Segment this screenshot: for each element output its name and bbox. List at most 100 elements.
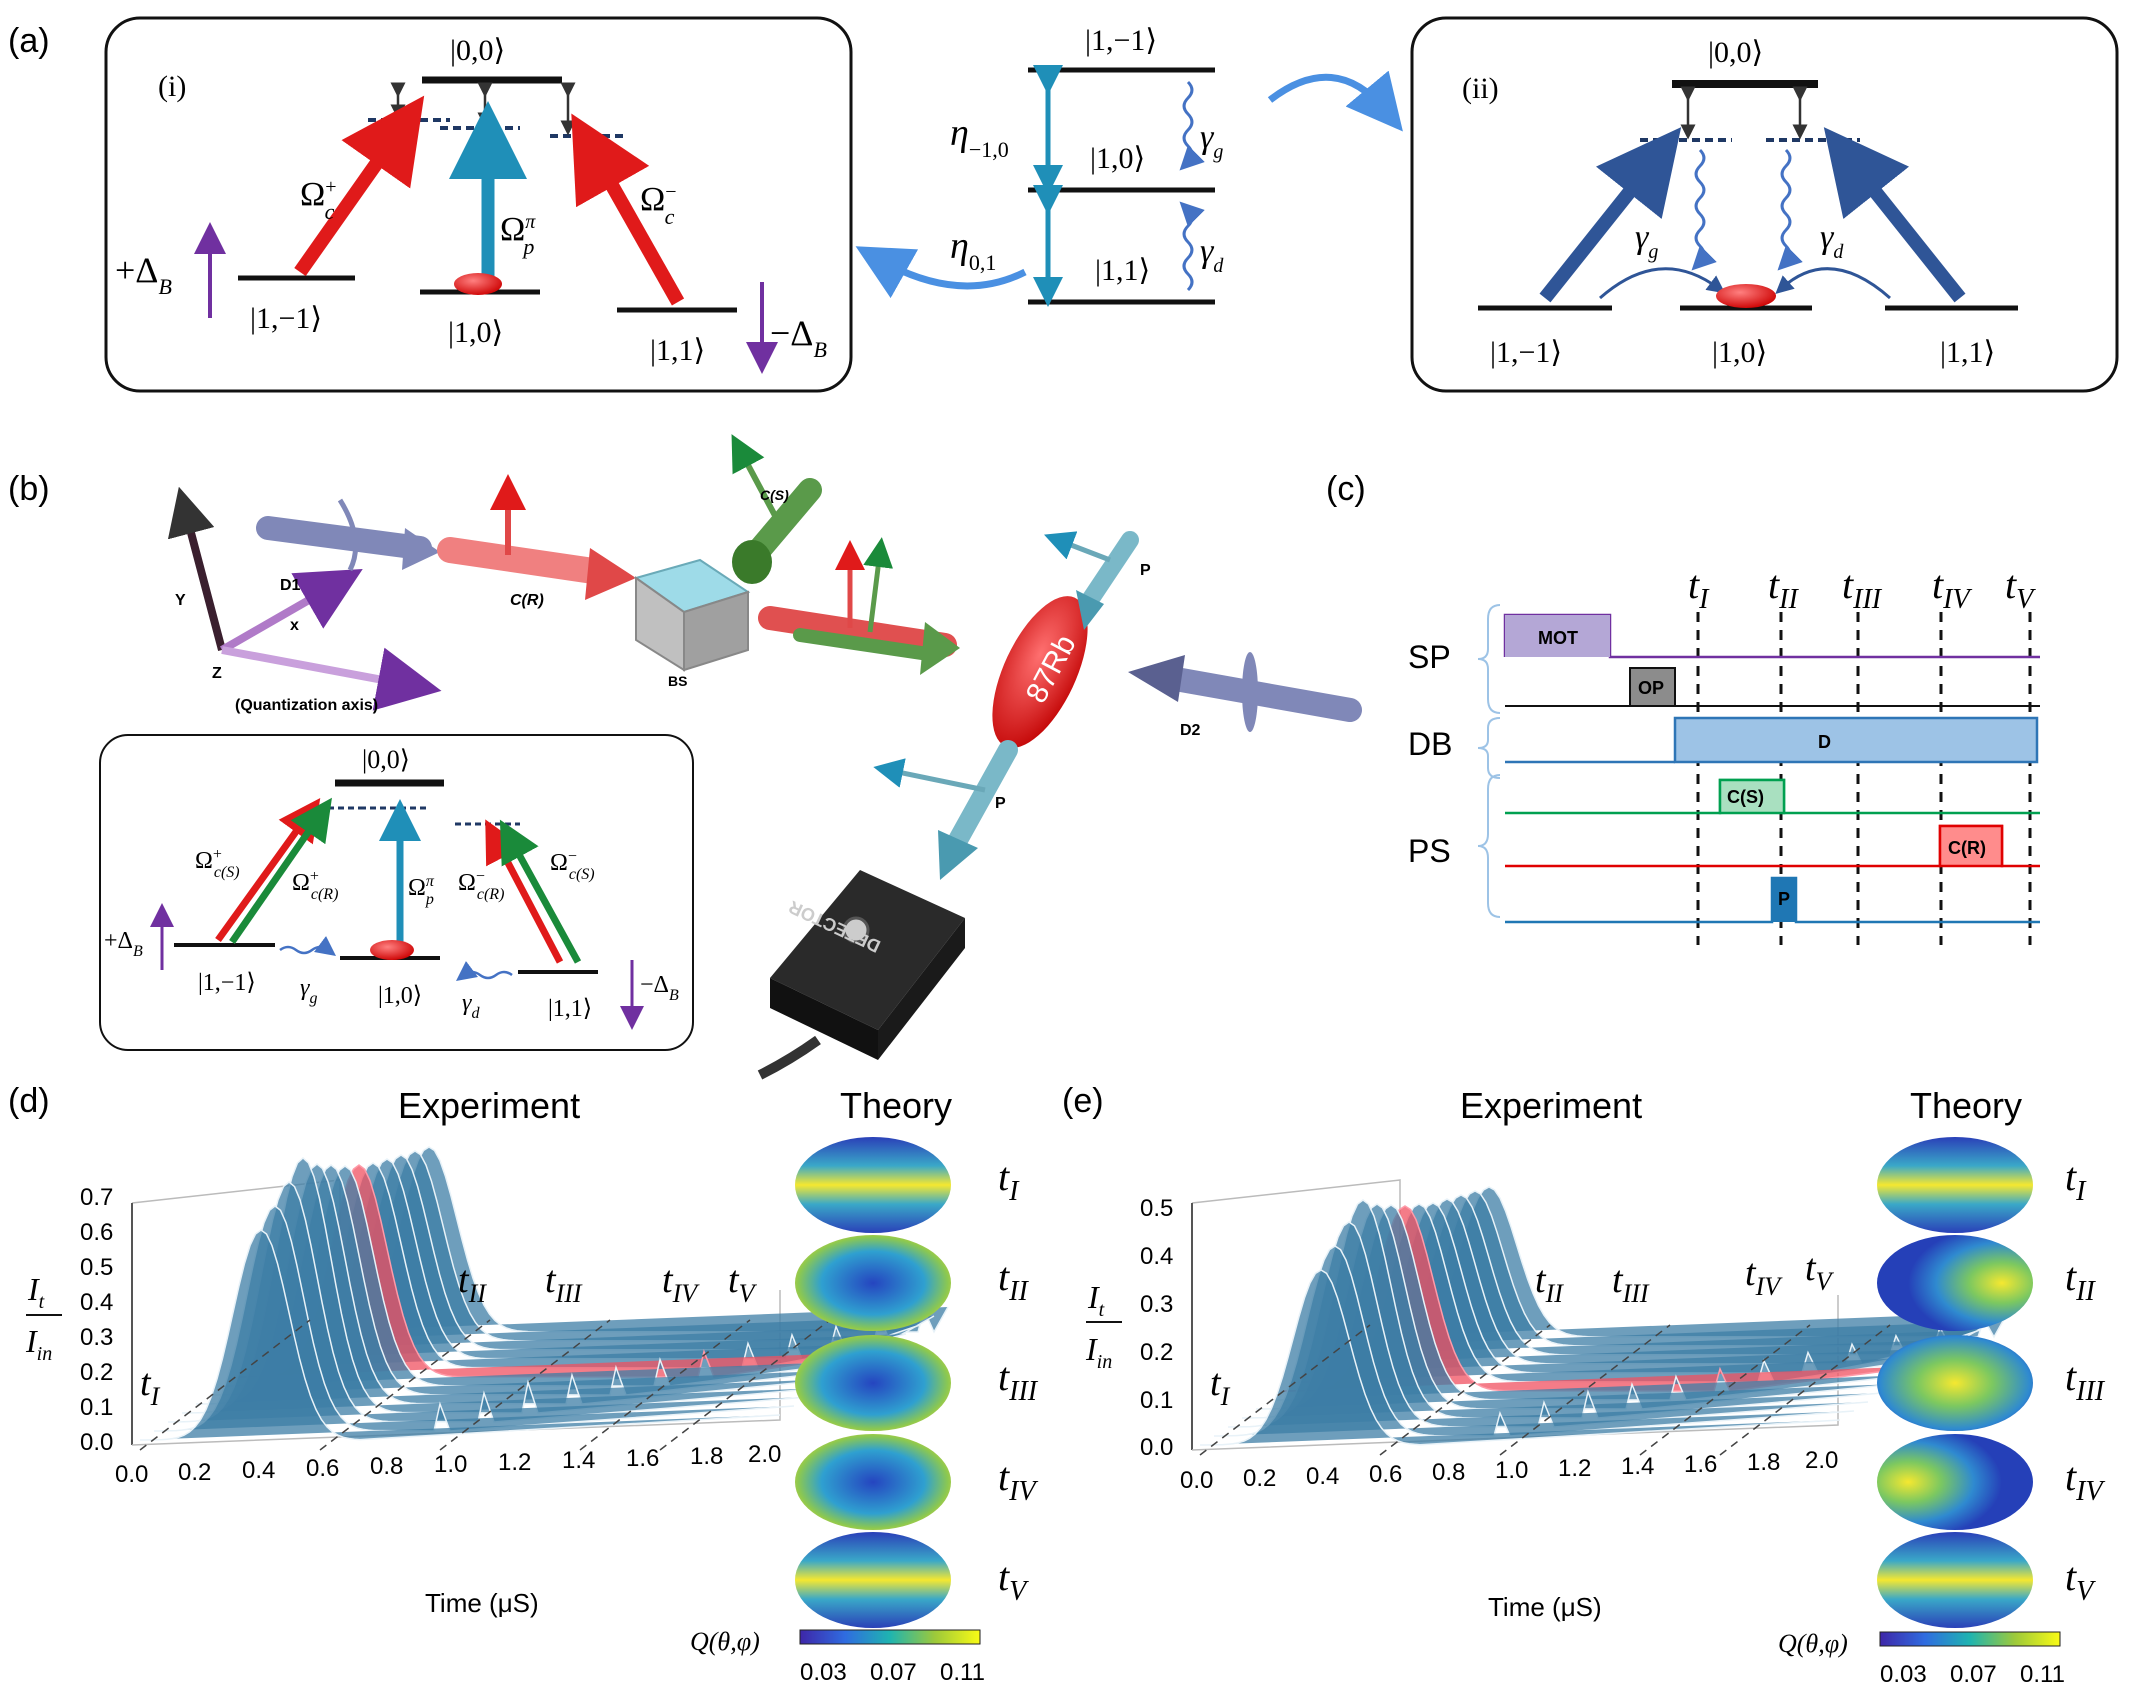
x-tick-d: 0.4: [242, 1457, 275, 1484]
sub-i-label: (i): [158, 70, 186, 103]
y-tick-d: 0.4: [80, 1289, 113, 1316]
beam-D2: [1158, 666, 1362, 722]
y-tick-e: 0.2: [1140, 1339, 1173, 1366]
time-guide-line: [1719, 1324, 1891, 1456]
inset-gamma-d: γd: [462, 990, 480, 1022]
axis-y: Y: [175, 592, 186, 609]
y-axis-d: 0.0 0.1 0.2 0.3 0.4 0.5 0.6 0.7: [80, 1184, 113, 1456]
cbar-tick-e: 0.03: [1880, 1661, 1927, 1688]
inset-delta-plus: +ΔB: [104, 928, 143, 960]
y-tick-d: 0.5: [80, 1254, 113, 1281]
waterfall-trace: [140, 1229, 781, 1441]
time-label-IV: tIV: [1932, 562, 1972, 615]
x-tick-d: 0.0: [115, 1461, 148, 1488]
box-i: [104, 16, 853, 393]
d-t-III: tIII: [545, 1259, 583, 1308]
atom-population-ii: [1716, 284, 1776, 308]
inset-omega-cR-minus: Ω−c(R): [458, 868, 504, 903]
x-axis-d: 0.0 0.2 0.4 0.6 0.8 1.0 1.2 1.4 1.6 1.8 …: [115, 1441, 781, 1488]
ket-1m1-ii: |1,−1⟩: [1490, 336, 1562, 369]
time-label-II: tII: [1768, 562, 1799, 615]
arrow-omega-c-minus: [571, 113, 685, 306]
y-tick-d: 0.0: [80, 1429, 113, 1456]
y-tick-e: 0.4: [1140, 1243, 1173, 1270]
d-t-I: tI: [140, 1362, 161, 1411]
y-label-num-d: It: [27, 1271, 45, 1313]
cbar-tick-d: 0.11: [940, 1659, 985, 1686]
label-BS: BS: [668, 673, 687, 689]
panel-a-label: (a): [8, 22, 50, 60]
time-markers: tI tII tIII tIV tV: [1688, 562, 2036, 945]
colorbar-label-d: Q(θ,φ): [690, 1627, 760, 1656]
y-axis-e: 0.0 0.1 0.2 0.3 0.4 0.5: [1140, 1195, 1173, 1461]
d-theory-t-IV: tIV: [998, 1454, 1038, 1507]
time-guide-line: [1199, 1324, 1371, 1456]
waterfall-trace: [1200, 1269, 1841, 1446]
d-theory-t-V: tV: [998, 1554, 1029, 1607]
panel-c-label: (c): [1326, 470, 1366, 508]
colorbar-e: [1879, 1631, 2061, 1647]
time-labels-e: tI tII tIII tIV tV: [1210, 1247, 1835, 1411]
x-axis-e: 0.0 0.2 0.4 0.6 0.8 1.0 1.2 1.4 1.6 1.8 …: [1180, 1447, 1838, 1494]
e-theory-t-V: tV: [2065, 1554, 2096, 1607]
y-tick-d: 0.3: [80, 1324, 113, 1351]
d-theory-t-III: tIII: [998, 1354, 1039, 1407]
y-tick-e: 0.1: [1140, 1387, 1173, 1414]
x-tick-e: 0.6: [1369, 1461, 1402, 1488]
x-tick-d: 0.2: [178, 1459, 211, 1486]
gamma-g-ii: γg: [1635, 219, 1658, 263]
curved-arrow-to-ii: [1267, 70, 1403, 132]
e-t-III: tIII: [1612, 1259, 1650, 1308]
x-tick-e: 0.4: [1306, 1463, 1339, 1490]
waterfall-trace: [1214, 1245, 1855, 1437]
eta-m10-label: η−1,0: [950, 112, 1009, 162]
x-tick-e: 2.0: [1805, 1447, 1838, 1474]
d-t-II: tII: [458, 1259, 487, 1308]
y-tick-e: 0.0: [1140, 1434, 1173, 1461]
inset-gamma-g: γg: [300, 975, 317, 1007]
theory-spheres-d: tI tII tIII tIV tV: [795, 1137, 1039, 1628]
x-tick-e: 0.0: [1180, 1467, 1213, 1494]
sphere-e-II: [1877, 1235, 2033, 1331]
pulse-MOT: MOT: [1538, 628, 1578, 648]
peaks-d: [139, 1146, 949, 1451]
panel-d-label: (d): [8, 1082, 50, 1120]
e-theory-t-IV: tIV: [2065, 1454, 2105, 1507]
x-tick-d: 1.6: [626, 1445, 659, 1472]
inset-omega-cS-plus: Ω+c(S): [195, 846, 240, 881]
sphere-e-I: [1877, 1137, 2033, 1233]
e-t-V: tV: [1805, 1247, 1835, 1296]
ket-00-ii: |0,0⟩: [1708, 36, 1763, 69]
time-labels-d: tI tII tIII tIV tV: [140, 1259, 758, 1411]
experiment-title-d: Experiment: [398, 1085, 580, 1126]
beam-D1: [256, 516, 432, 560]
y-label-den-e: Iin: [1085, 1331, 1112, 1373]
ket-11-center: |1,1⟩: [1095, 254, 1150, 287]
axis-x: x: [290, 617, 299, 634]
inset-ket-11: |1,1⟩: [548, 996, 592, 1022]
beam-CR: [437, 537, 613, 585]
y-tick-d: 0.6: [80, 1219, 113, 1246]
inset-ket-1m1: |1,−1⟩: [198, 970, 256, 996]
e-theory-t-I: tI: [2065, 1154, 2087, 1207]
inset-box: [99, 734, 694, 1051]
colorbar-label-e: Q(θ,φ): [1778, 1629, 1848, 1658]
y-label-num-e: It: [1087, 1279, 1105, 1321]
inset-ket-10: |1,0⟩: [378, 983, 422, 1009]
sphere-d-I: [795, 1137, 951, 1233]
sphere-d-III: [795, 1335, 951, 1431]
pulse-OP: OP: [1638, 678, 1664, 698]
panel-e-label: (e): [1062, 1082, 1104, 1120]
x-tick-d: 0.6: [306, 1455, 339, 1482]
label-P-top: P: [1140, 562, 1151, 579]
panel-c: (c) tI tII tIII tIV tV SP DB PS MOT OP D: [1326, 470, 2040, 945]
y-label-den-d: Iin: [25, 1323, 52, 1365]
label-D2: D2: [1180, 722, 1201, 739]
peaks-e: [1199, 1186, 2009, 1456]
axis-quant: (Quantization axis): [235, 697, 378, 714]
axis-z: Z: [212, 665, 222, 682]
x-tick-e: 1.6: [1684, 1451, 1717, 1478]
